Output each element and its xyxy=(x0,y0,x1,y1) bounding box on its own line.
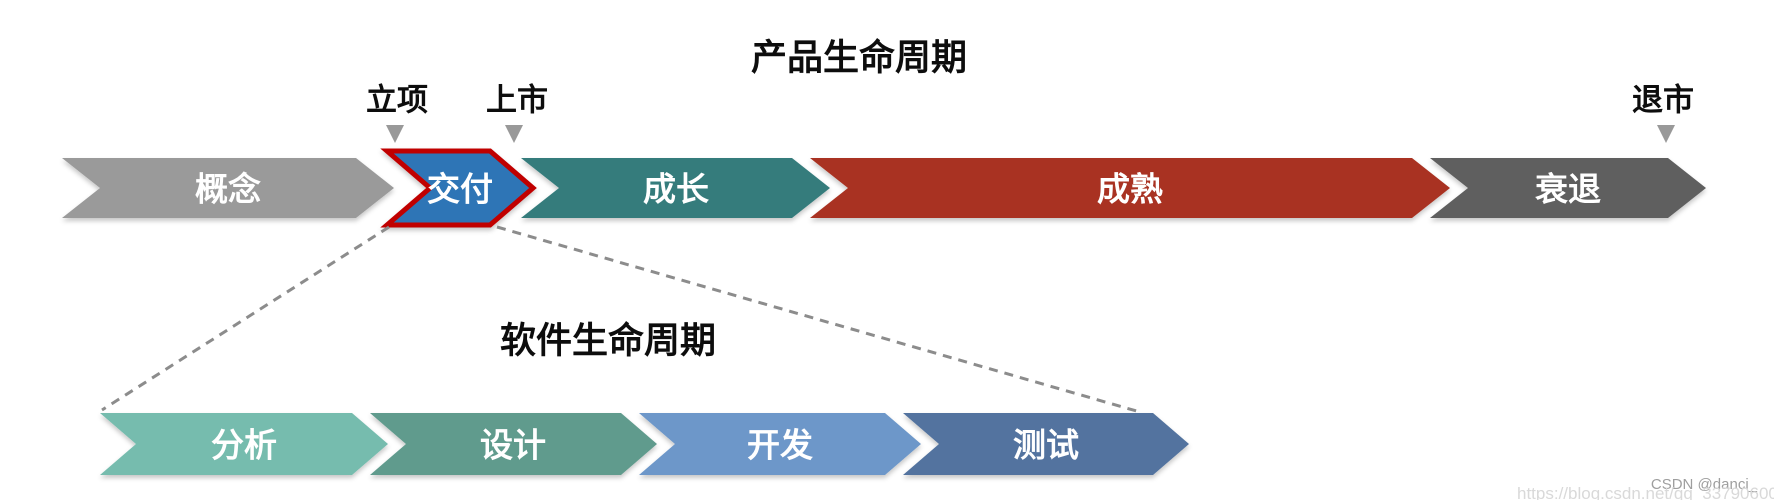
software-lifecycle-row: 软件生命周期 分析 设计 开发 测试 xyxy=(100,320,1189,475)
watermark-url-text: https://blog.csdn.net/qq_33790600 xyxy=(1517,484,1774,500)
milestone-label-kickoff: 立项 xyxy=(366,83,428,118)
stage-chevron-maturity xyxy=(810,158,1450,218)
stage-chevron-design xyxy=(370,413,657,475)
stage-label-testing: 测试 xyxy=(1013,427,1079,464)
dashed-connector-left xyxy=(101,225,390,412)
milestone-label-delisting: 退市 xyxy=(1632,83,1694,118)
product-lifecycle-title: 产品生命周期 xyxy=(751,37,967,78)
stage-label-design: 设计 xyxy=(480,427,546,464)
milestone-marker-triangle-icon xyxy=(505,125,523,143)
stage-chevron-development xyxy=(639,413,921,475)
milestone-label-launch: 上市 xyxy=(486,83,548,118)
stage-chevron-delivery-highlighted xyxy=(380,148,537,228)
watermark-author-text: CSDN @danci_ xyxy=(1651,476,1758,493)
product-lifecycle-row: 产品生命周期 立项 上市 退市 概念 交付 成长 成熟 衰退 xyxy=(62,37,1706,228)
stage-label-growth: 成长 xyxy=(643,171,709,208)
stage-label-analysis: 分析 xyxy=(211,427,277,464)
stage-label-concept: 概念 xyxy=(195,171,261,208)
stage-label-decline: 衰退 xyxy=(1535,171,1601,208)
stage-chevron-concept xyxy=(62,158,394,218)
milestone-marker-triangle-icon xyxy=(386,125,404,143)
stage-label-delivery: 交付 xyxy=(427,171,493,208)
milestone-marker-triangle-icon xyxy=(1657,125,1675,143)
stage-chevron-growth xyxy=(521,158,830,218)
software-lifecycle-title: 软件生命周期 xyxy=(500,320,716,361)
stage-label-development: 开发 xyxy=(747,427,813,464)
stage-chevron-decline xyxy=(1430,158,1706,218)
expansion-connectors xyxy=(101,225,1141,414)
stage-chevron-analysis xyxy=(100,413,388,475)
stage-chevron-testing xyxy=(903,413,1189,475)
stage-label-maturity: 成熟 xyxy=(1097,171,1163,208)
watermark: CSDN @danci_ https://blog.csdn.net/qq_33… xyxy=(1517,476,1774,500)
